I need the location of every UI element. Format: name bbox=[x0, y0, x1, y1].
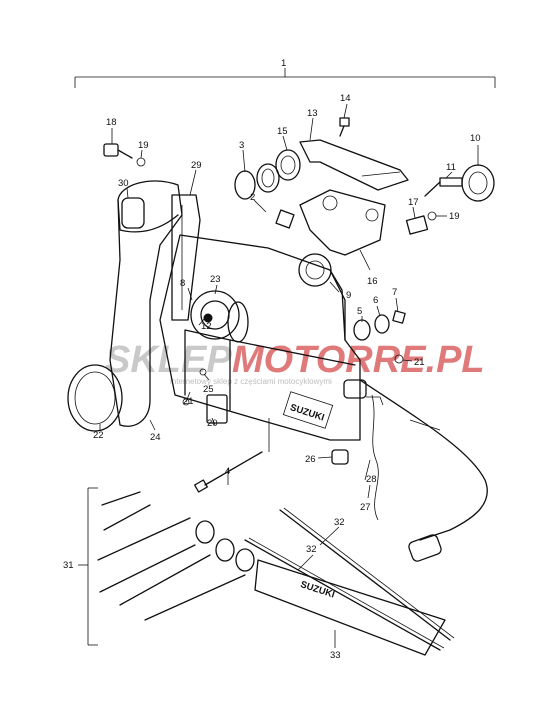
callout-33: 33 bbox=[330, 650, 341, 661]
detent-gear bbox=[190, 290, 249, 343]
leader-lines bbox=[99, 103, 479, 648]
callout-19a: 19 bbox=[138, 140, 149, 151]
callout-16: 16 bbox=[367, 276, 378, 287]
callout-11: 11 bbox=[446, 162, 456, 173]
callout-9: 9 bbox=[346, 290, 351, 301]
callout-7: 7 bbox=[392, 287, 397, 298]
shaft-washers bbox=[234, 149, 301, 229]
callout-13: 13 bbox=[307, 108, 318, 119]
callout-25: 25 bbox=[203, 384, 214, 395]
side-plate-33: SUZUKI bbox=[254, 559, 446, 656]
callout-4: 4 bbox=[225, 466, 230, 477]
callout-27: 27 bbox=[360, 502, 371, 513]
callout-22: 22 bbox=[93, 430, 104, 441]
plate-brand-label: SUZUKI bbox=[299, 579, 336, 600]
callout-10: 10 bbox=[470, 133, 481, 144]
watermark-text-b: MOTORRE.PL bbox=[232, 339, 485, 381]
watermark: SKLEP MOTORRE.PL internetowy sklep z czę… bbox=[105, 339, 485, 386]
control-handle bbox=[67, 180, 183, 432]
callout-2: 2 bbox=[250, 192, 255, 203]
callout-28: 28 bbox=[366, 474, 377, 485]
callout-26: 26 bbox=[305, 454, 316, 465]
callout-31: 31 bbox=[63, 560, 74, 571]
callout-14: 14 bbox=[340, 93, 351, 104]
callout-21a: 21 bbox=[183, 396, 194, 407]
throttle-cables bbox=[244, 507, 455, 651]
callout-18: 18 bbox=[106, 117, 117, 128]
callout-23: 23 bbox=[210, 274, 221, 285]
watermark-subtitle: internetowy sklep z częściami motocyklow… bbox=[170, 377, 332, 386]
lanyard-cable bbox=[359, 379, 488, 562]
callout-6: 6 bbox=[373, 295, 378, 306]
callout-8: 8 bbox=[180, 278, 185, 289]
group-bracket-31 bbox=[78, 487, 98, 646]
neutral-lock-lever bbox=[171, 194, 201, 321]
throttle-arm bbox=[299, 139, 409, 191]
neutral-switch bbox=[343, 379, 384, 521]
cable-ties-31 bbox=[97, 491, 255, 621]
bolts bbox=[103, 117, 463, 197]
callout-19b: 19 bbox=[449, 211, 460, 222]
callout-29: 29 bbox=[191, 160, 202, 171]
callout-17: 17 bbox=[408, 197, 419, 208]
callout-32a: 32 bbox=[334, 517, 345, 528]
callout-30: 30 bbox=[118, 178, 129, 189]
callout-20: 20 bbox=[207, 418, 218, 429]
callout-3: 3 bbox=[239, 140, 244, 151]
watermark-text-a: SKLEP bbox=[105, 339, 232, 381]
long-bolt-4 bbox=[194, 451, 263, 493]
plug-26 bbox=[331, 449, 349, 465]
shift-arm bbox=[299, 189, 386, 256]
housing-brand-label: SUZUKI bbox=[289, 402, 326, 423]
callout-15: 15 bbox=[277, 126, 288, 137]
callout-21b: 21 bbox=[414, 357, 425, 368]
callout-32b: 32 bbox=[306, 544, 317, 555]
callout-1: 1 bbox=[281, 58, 286, 69]
callout-24: 24 bbox=[150, 432, 161, 443]
control-box-housing: SUZUKI bbox=[159, 234, 361, 441]
grommet bbox=[461, 164, 495, 202]
callout-5: 5 bbox=[357, 306, 362, 317]
bracket-and-screws bbox=[182, 354, 404, 424]
group-bracket-1 bbox=[74, 68, 496, 88]
callout-12: 12 bbox=[201, 321, 212, 332]
callouts: 1 2 3 4 5 6 7 8 9 10 11 12 13 14 15 16 1… bbox=[63, 58, 481, 661]
